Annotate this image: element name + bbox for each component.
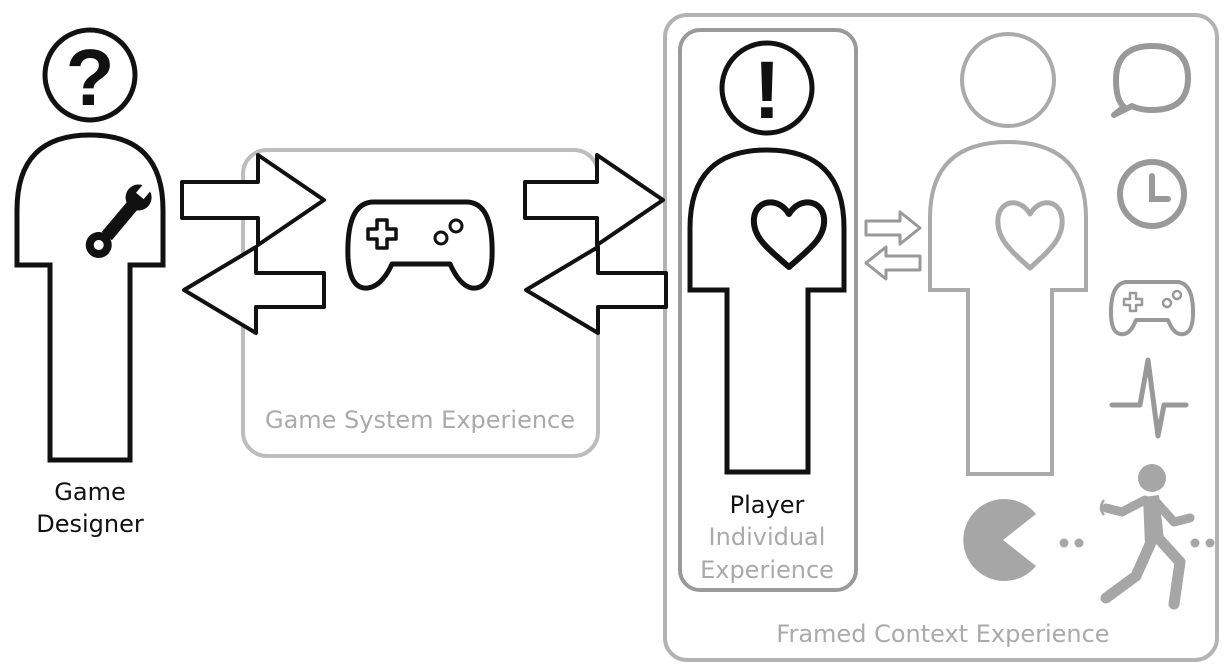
other-person-head <box>960 32 1056 128</box>
other-person-heart-icon <box>995 200 1065 271</box>
wrench-icon <box>85 180 154 258</box>
small-arrow-left <box>864 245 922 281</box>
gamepad-icon <box>345 199 495 291</box>
speech-bubble-icon <box>1111 43 1191 118</box>
designer-label-line1: Game <box>54 478 125 506</box>
other-person-figure <box>928 32 1088 476</box>
framed-context-experience-label: Framed Context Experience <box>776 620 1109 648</box>
heartbeat-icon <box>1109 357 1189 439</box>
individual-experience-frame <box>678 28 858 592</box>
question-mark-icon: ? <box>66 33 115 122</box>
designer-body <box>14 132 166 463</box>
clock-icon <box>1117 159 1187 229</box>
designer-label-line2: Designer <box>36 510 144 538</box>
player-figure: ! <box>687 40 847 475</box>
designer-head <box>42 27 138 123</box>
player-label: Player <box>730 491 805 519</box>
arrow-left-player-to-system <box>524 245 668 335</box>
game-system-experience-label: Game System Experience <box>265 406 575 434</box>
other-person-body <box>928 139 1088 476</box>
game-designer-figure: ? <box>14 27 166 463</box>
player-head <box>719 40 815 136</box>
arrow-right-designer-to-system <box>180 153 326 247</box>
runner-icon <box>1099 464 1215 610</box>
arrow-left-system-to-designer <box>182 245 326 335</box>
pacman-icon <box>963 499 1084 581</box>
player-body <box>687 147 847 475</box>
exclamation-icon: ! <box>753 45 780 136</box>
heart-icon <box>750 199 828 270</box>
arrow-right-system-to-player <box>523 153 665 247</box>
individual-experience-label-line2: Experience <box>700 556 834 584</box>
gamepad-small-icon <box>1108 280 1196 337</box>
framed-context-frame <box>663 13 1219 662</box>
small-arrow-right <box>864 210 922 246</box>
individual-experience-label-line1: Individual <box>709 523 826 551</box>
